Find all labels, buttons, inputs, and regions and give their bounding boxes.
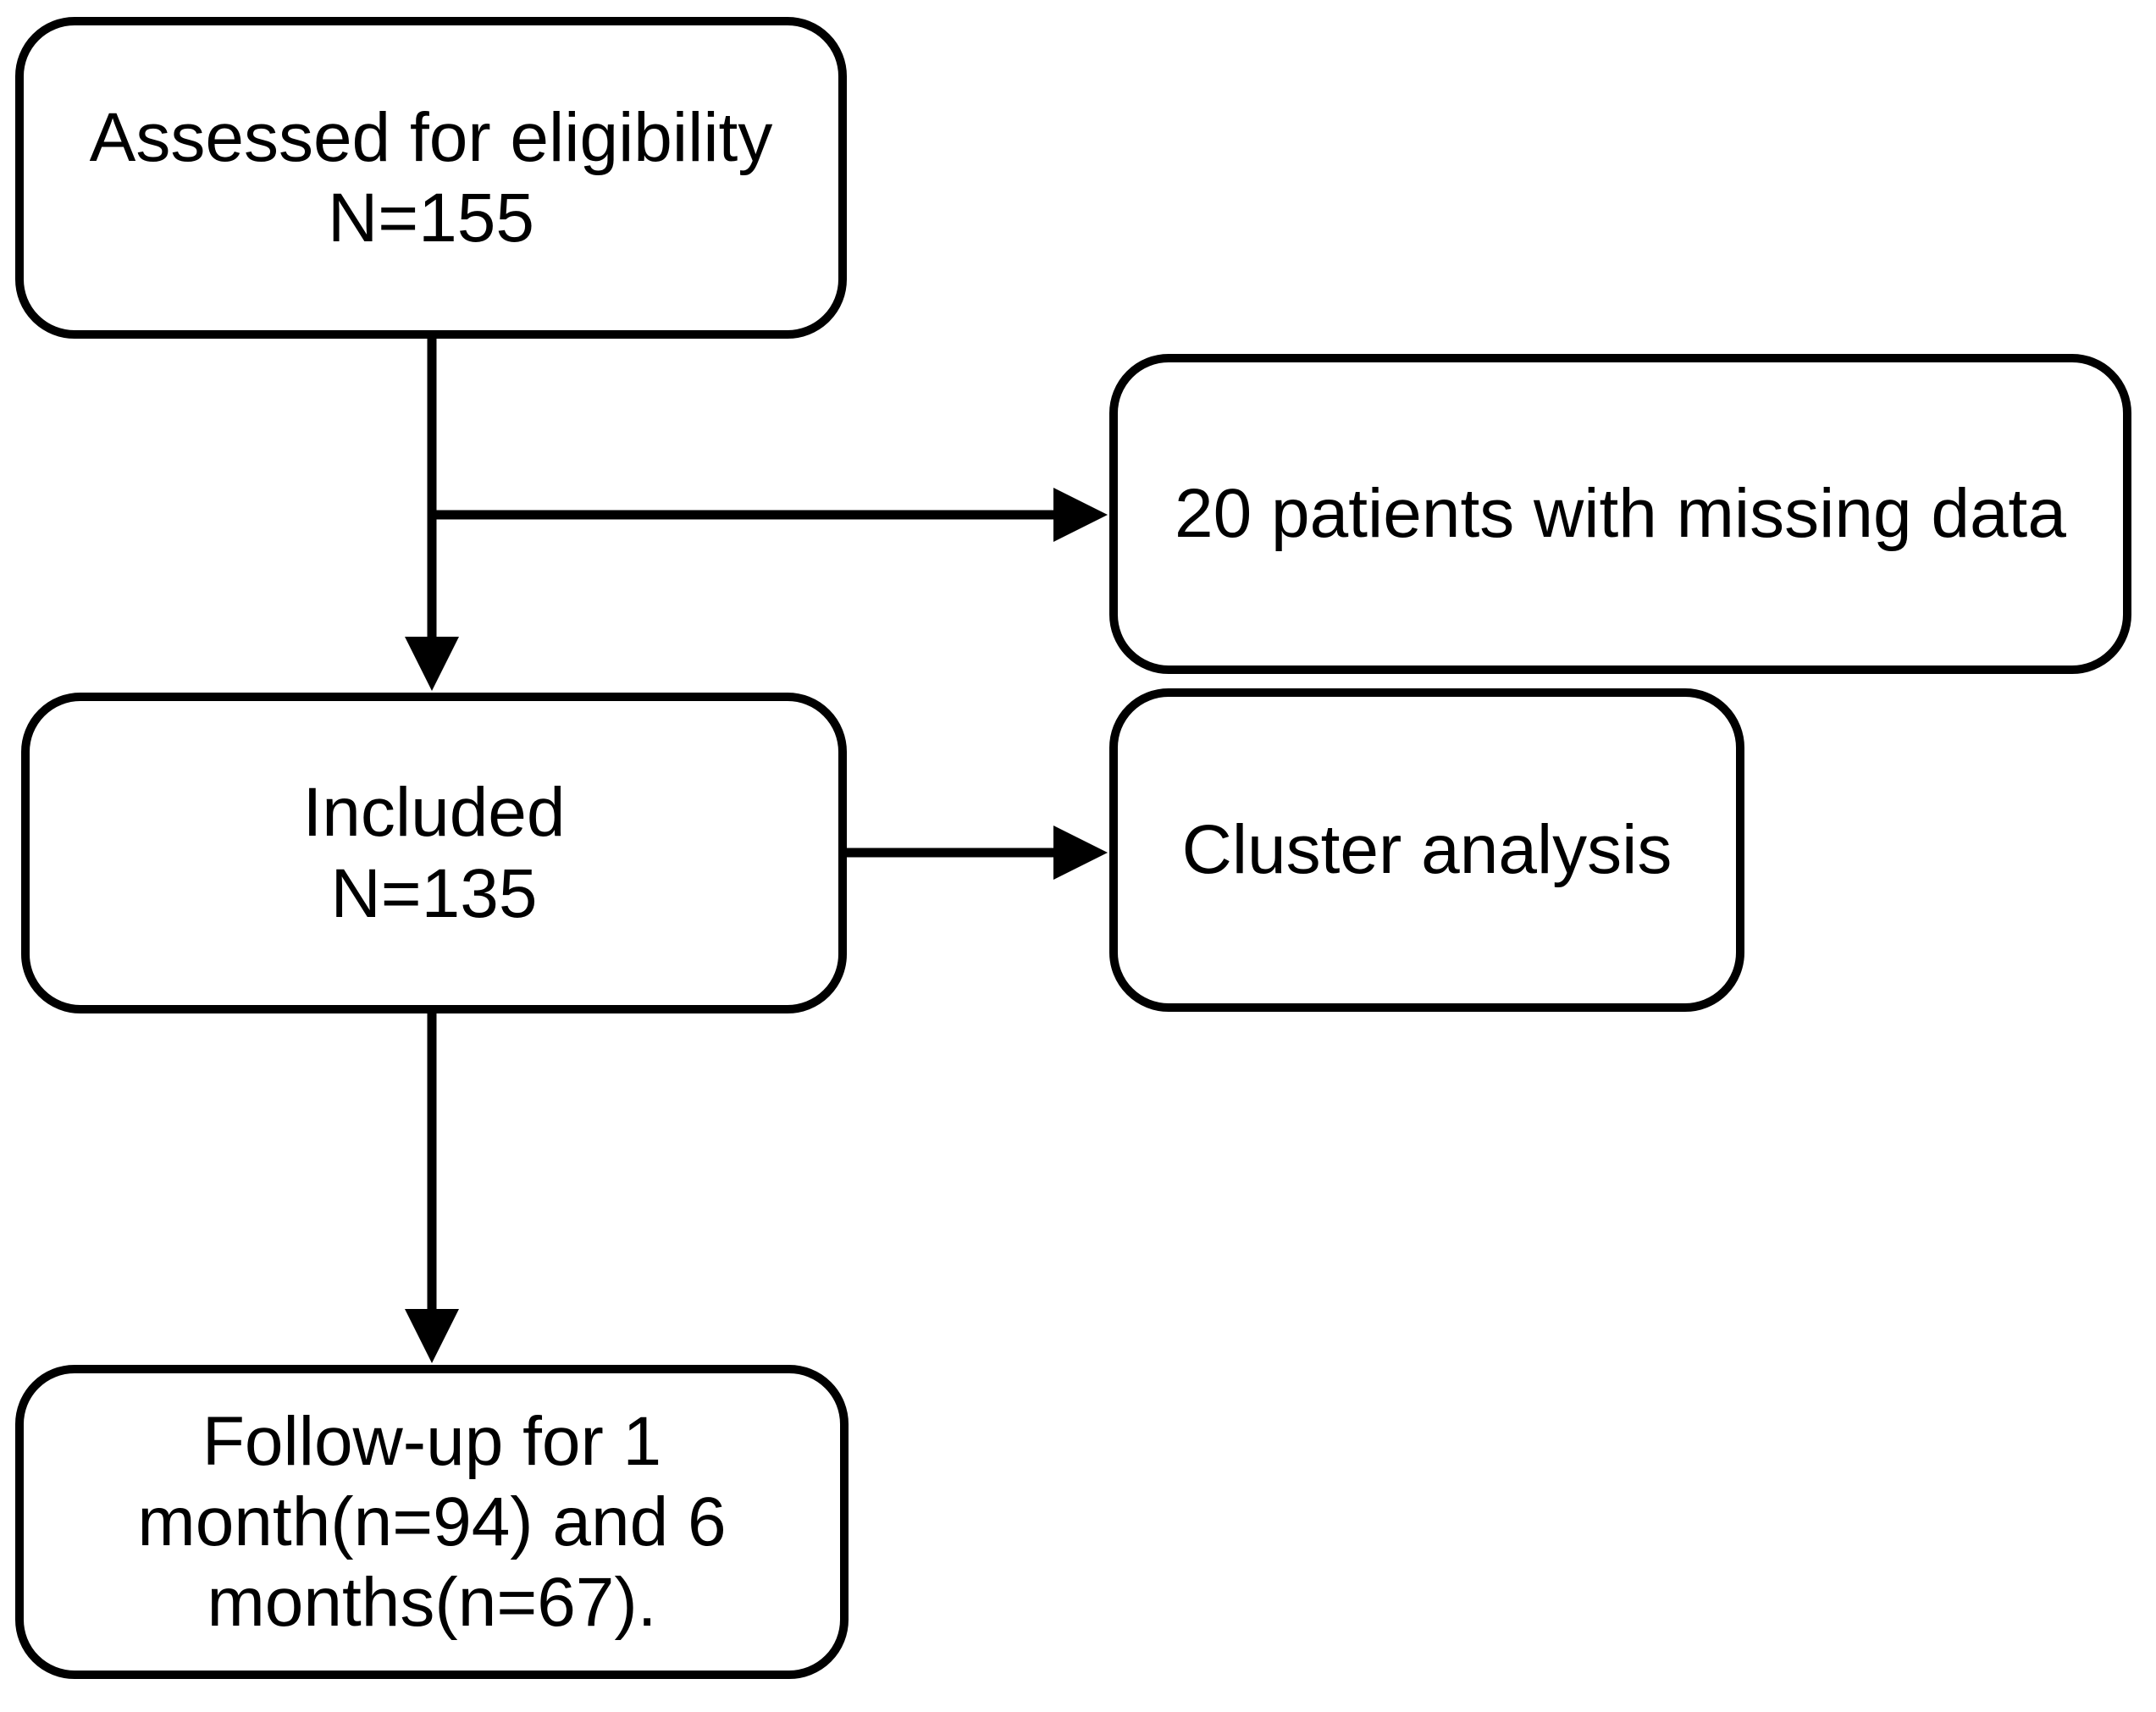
arrow-branch-to-missing-data bbox=[428, 488, 1108, 542]
followup-label: Follow-up for 1 month(n=94) and 6 months… bbox=[137, 1402, 727, 1642]
assessed-title: Assessed for eligibility bbox=[89, 98, 773, 176]
flow-box-cluster-analysis: Cluster analysis bbox=[1109, 688, 1744, 1012]
flow-box-included: Included N=135 bbox=[21, 693, 847, 1013]
arrow-assessed-to-included bbox=[405, 339, 459, 691]
included-title: Included bbox=[302, 774, 566, 852]
assessed-label: Assessed for eligibility N=155 bbox=[90, 97, 773, 258]
arrow-included-to-cluster bbox=[847, 826, 1108, 880]
included-label: Included N=135 bbox=[302, 772, 565, 933]
flow-box-missing-data: 20 patients with missing data bbox=[1109, 354, 2131, 674]
flow-box-assessed-eligibility: Assessed for eligibility N=155 bbox=[15, 17, 847, 339]
assessed-count: N=155 bbox=[328, 179, 534, 257]
arrow-included-to-followup bbox=[405, 1013, 459, 1363]
included-count: N=135 bbox=[330, 854, 538, 932]
flow-box-followup: Follow-up for 1 month(n=94) and 6 months… bbox=[15, 1365, 849, 1679]
cluster-analysis-label: Cluster analysis bbox=[1181, 811, 1672, 889]
missing-data-label: 20 patients with missing data bbox=[1175, 475, 2066, 553]
